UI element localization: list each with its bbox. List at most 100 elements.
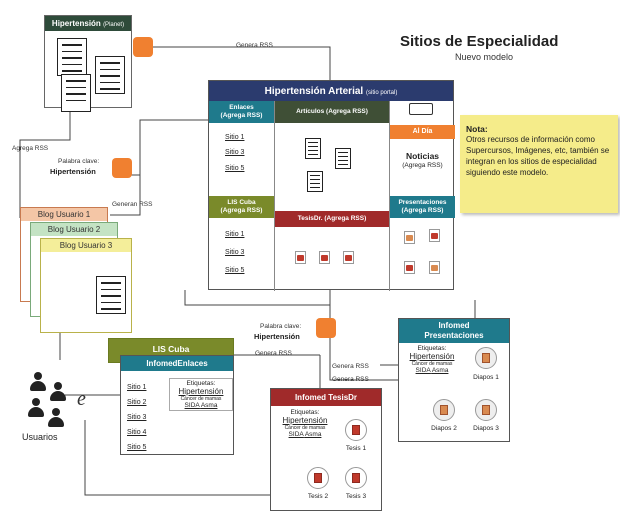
presentation-icon (433, 399, 455, 421)
presentation-icon (429, 261, 440, 274)
blog-title-1: Blog Usuario 1 (21, 208, 107, 221)
tag-sida[interactable]: SIDA (415, 367, 431, 374)
blog-title-3: Blog Usuario 3 (41, 239, 131, 252)
tag-hipertension[interactable]: Hipertensión (282, 416, 328, 425)
articulos-header: Artículos (Agrega RSS) (275, 101, 389, 123)
keyword-mid-value: Hipertensión (254, 332, 300, 341)
divider (389, 101, 390, 291)
user-icon (28, 398, 44, 418)
tesis-etiquetas: Etiquetas: Hipertensión Cáncer de mamas … (274, 409, 336, 438)
infomed-tesisdr-header: Infomed TesisDr (271, 389, 381, 406)
liscuba-link-2[interactable]: Sitio 3 (225, 249, 245, 256)
pdf-icon (429, 229, 440, 242)
enlaces-etiquetas: Etiquetas: Hipertensión Cáncer de mamas … (169, 378, 233, 411)
enlaces-link-2[interactable]: Sitio 3 (225, 149, 245, 156)
pdf-icon (295, 251, 306, 264)
etiquetas-label: Etiquetas: (290, 409, 320, 416)
pdf-icon (345, 419, 367, 441)
tag-cancer[interactable]: Cáncer de mamas (180, 396, 222, 402)
enlaces-site-3[interactable]: Sitio 3 (127, 414, 147, 421)
rss-icon (112, 158, 132, 178)
liscuba-title: LIS Cuba (152, 344, 190, 354)
genera-rss-label-2: Genera RSS (332, 363, 369, 370)
liscuba-link-3[interactable]: Sitio 5 (225, 267, 245, 274)
etiquetas-block: Etiquetas: Hipertensión Cáncer de mamas … (402, 345, 462, 374)
note-title: Nota: (466, 124, 488, 134)
browser-icon: e (77, 388, 86, 410)
generan-rss-label: Generan RSS (112, 201, 153, 208)
user-icon (50, 382, 66, 402)
genera-rss-top-label: Genera RSS (236, 42, 273, 49)
enlaces-header: Enlaces (Agrega RSS) (209, 101, 274, 123)
tag-sida[interactable]: SIDA (184, 402, 200, 409)
note-box: Nota: Otros recursos de información como… (460, 115, 618, 213)
liscuba-header: LIS Cuba (Agrega RSS) (209, 196, 274, 218)
tag-cancer[interactable]: Cáncer de mamas (411, 361, 453, 367)
tag-asma[interactable]: Asma (200, 402, 218, 409)
presentation-icon (475, 347, 497, 369)
enlaces-link-1[interactable]: Sitio 1 (225, 134, 245, 141)
document-icon (95, 56, 125, 94)
tesis-label-1: Tesis 1 (345, 445, 367, 452)
etiquetas-label: Etiquetas: (417, 345, 447, 352)
tag-cancer[interactable]: Cáncer de mamas (284, 425, 326, 431)
presentation-icon (404, 231, 415, 244)
tag-hipertension[interactable]: Hipertensión (178, 387, 224, 396)
enlaces-site-4[interactable]: Sitio 4 (127, 429, 147, 436)
rss-icon (316, 318, 336, 338)
pdf-icon (345, 467, 367, 489)
document-icon (96, 276, 126, 314)
planet-box: Hipertensión (Planet) (44, 15, 132, 112)
agrega-rss-label: Agrega RSS (12, 145, 49, 152)
document-icon (57, 38, 87, 76)
portal-suffix: (sitio portal) (365, 90, 398, 96)
tesisdr-header: TesisDr. (Agrega RSS) (275, 211, 389, 227)
portal-title: Hipertensión Arterial (264, 86, 364, 97)
page-title: Sitios de Especialidad (400, 33, 559, 50)
keyword-left-value: Hipertensión (50, 167, 96, 176)
search-icon (409, 103, 433, 115)
noticias-sub: (Agrega RSS) (402, 162, 443, 169)
portal-header: Hipertensión Arterial (sitio portal) (209, 81, 453, 101)
genera-rss-label-3: Genera RSS (332, 376, 369, 383)
blog-card-3: Blog Usuario 3 (40, 238, 132, 333)
noticias-label: Noticias (405, 151, 440, 161)
note-text: Otros recursos de información como Super… (466, 135, 610, 177)
etiquetas-label: Etiquetas: (186, 380, 216, 387)
document-icon (305, 138, 321, 159)
enlaces-site-1[interactable]: Sitio 1 (127, 384, 147, 391)
rss-icon (133, 37, 153, 57)
tag-hipertension[interactable]: Hipertensión (409, 352, 455, 361)
planet-title: Hipertensión (51, 19, 101, 28)
enlaces-site-2[interactable]: Sitio 2 (127, 399, 147, 406)
aldia-header: Al Día (390, 125, 455, 139)
liscuba-link-1[interactable]: Sitio 1 (225, 231, 245, 238)
blog-title-2: Blog Usuario 2 (31, 223, 117, 236)
infomed-presentaciones-box: Infomed Presentaciones Etiquetas: Hipert… (398, 318, 510, 442)
tag-sida[interactable]: SIDA (288, 431, 304, 438)
keyword-left-label: Palabra clave: (58, 158, 100, 165)
pdf-icon (319, 251, 330, 264)
tesis-label-3: Tesis 3 (345, 493, 367, 500)
page-subtitle: Nuevo modelo (455, 52, 514, 62)
keyword-mid-label: Palabra clave: (260, 323, 302, 330)
diapos-label-1: Diapos 1 (473, 374, 499, 381)
pdf-icon (307, 467, 329, 489)
user-icon (30, 372, 46, 392)
diapos-label-3: Diapos 3 (473, 425, 499, 432)
user-icon (48, 408, 64, 428)
tesis-label-2: Tesis 2 (307, 493, 329, 500)
infomed-tesisdr-box: Infomed TesisDr Etiquetas: Hipertensión … (270, 388, 382, 511)
enlaces-site-5[interactable]: Sitio 5 (127, 444, 147, 451)
tag-asma[interactable]: Asma (304, 431, 322, 438)
presentaciones-header: Presentaciones (Agrega RSS) (390, 196, 455, 218)
tag-asma[interactable]: Asma (431, 367, 449, 374)
document-icon (61, 74, 91, 112)
diapos-label-2: Diapos 2 (431, 425, 457, 432)
pdf-icon (404, 261, 415, 274)
enlaces-link-3[interactable]: Sitio 5 (225, 165, 245, 172)
usuarios-label: Usuarios (22, 432, 58, 442)
presentation-icon (475, 399, 497, 421)
document-icon (335, 148, 351, 169)
infomed-pres-header: Infomed Presentaciones (399, 319, 509, 343)
